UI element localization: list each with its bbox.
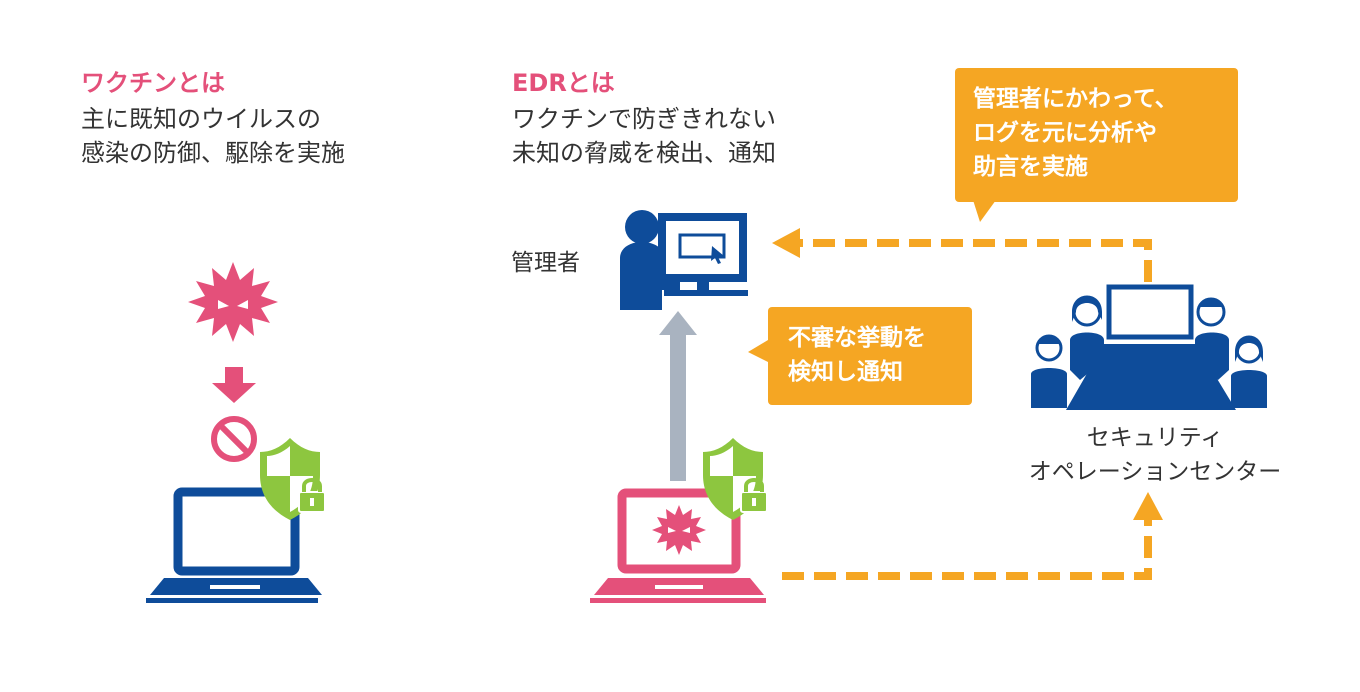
callout-advice: 管理者にかわって、 ログを元に分析や 助言を実施 — [955, 68, 1238, 202]
shield-lock-icon — [703, 438, 768, 520]
soc-label: セキュリティ オペレーションセンター — [990, 421, 1320, 489]
callout-detect: 不審な挙動を 検知し通知 — [768, 307, 972, 405]
callout-advice-line: 管理者にかわって、 — [973, 86, 1178, 112]
edr-description-line: ワクチンで防ぎきれない — [512, 105, 776, 133]
callout-tail — [973, 200, 996, 222]
laptop-icon — [146, 487, 322, 603]
callout-advice-line: ログを元に分析や — [973, 120, 1157, 146]
callout-detect-line: 検知し通知 — [788, 359, 903, 385]
vaccine-description-line: 主に既知のウイルスの — [81, 105, 321, 133]
shield-lock-icon — [260, 438, 326, 520]
callout-tail — [748, 340, 768, 362]
prohibited-icon — [211, 416, 257, 462]
infected-laptop-icon — [590, 488, 766, 603]
soc-label-line: セキュリティ — [1086, 425, 1224, 451]
admin-label: 管理者 — [511, 250, 580, 276]
dashed-arrow-to-soc — [782, 492, 1163, 580]
callout-advice-line: 助言を実施 — [973, 154, 1088, 180]
admin-person-icon — [620, 210, 680, 310]
report-up-arrow-icon — [659, 311, 697, 481]
vaccine-description-line: 感染の防御、駆除を実施 — [81, 139, 345, 167]
edr-description-line: 未知の脅威を検出、通知 — [512, 139, 776, 167]
soc-label-line: オペレーションセンター — [1028, 459, 1282, 485]
virus-icon — [188, 262, 278, 342]
dashed-arrow-to-admin — [772, 228, 1152, 282]
edr-description: ワクチンで防ぎきれない 未知の脅威を検出、通知 — [512, 102, 776, 170]
vaccine-description: 主に既知のウイルスの 感染の防御、駆除を実施 — [81, 102, 345, 170]
desktop-monitor-icon — [658, 213, 748, 296]
soc-team-icon — [1031, 284, 1267, 410]
down-arrow-icon — [212, 367, 256, 403]
edr-title: EDRとは — [512, 69, 615, 97]
vaccine-title: ワクチンとは — [81, 69, 225, 97]
callout-detect-line: 不審な挙動を — [788, 325, 926, 351]
